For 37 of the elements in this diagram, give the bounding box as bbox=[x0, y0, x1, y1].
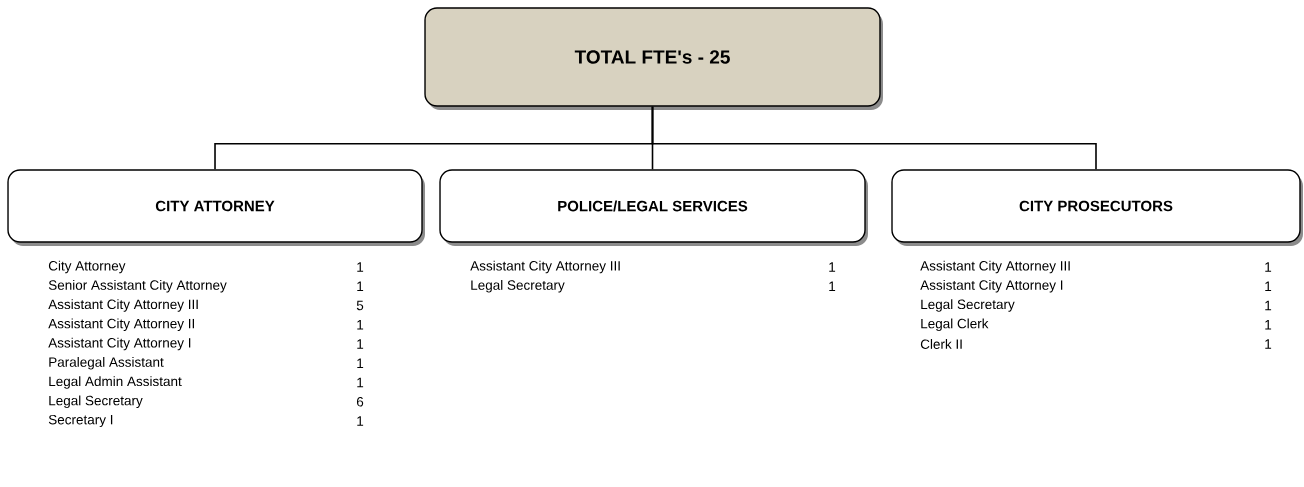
position-name: Assistant City Attorney III bbox=[470, 260, 620, 274]
position-count: 1 bbox=[1265, 320, 1272, 330]
position-name: Legal Clerk bbox=[921, 318, 989, 332]
position-count: 1 bbox=[829, 262, 836, 272]
connector-line bbox=[651, 105, 1097, 171]
position-name: Assistant City Attorney I bbox=[920, 279, 1063, 293]
title-box: TOTAL FTE's - 25 bbox=[424, 7, 883, 110]
department-box: CITY ATTORNEY bbox=[7, 169, 425, 246]
position-count: 1 bbox=[1265, 281, 1272, 291]
position-count: 1 bbox=[357, 358, 364, 368]
position-name: Assistant City Attorney II bbox=[48, 318, 194, 332]
position-name: Secretary I bbox=[48, 414, 113, 428]
position-name: Legal Secretary bbox=[921, 299, 1015, 312]
position-count: 1 bbox=[357, 339, 364, 349]
position-count: 1 bbox=[1265, 300, 1272, 311]
position-name: Assistant City Attorney III bbox=[920, 260, 1070, 274]
position-count: 5 bbox=[356, 300, 364, 311]
position-count: 1 bbox=[357, 262, 364, 272]
department-box: CITY PROSECUTORS bbox=[891, 169, 1303, 246]
department-box: POLICE/LEGAL SERVICES bbox=[439, 169, 868, 246]
position-name: Assistant City Attorney III bbox=[48, 299, 198, 312]
position-count: 6 bbox=[356, 396, 364, 407]
position-count: 1 bbox=[829, 281, 836, 291]
position-name: Legal Secretary bbox=[49, 395, 143, 409]
position-name: City Attorney bbox=[48, 260, 126, 274]
position-name: Legal Admin Assistant bbox=[49, 376, 182, 389]
position-name: Legal Secretary bbox=[471, 279, 565, 293]
position-count: 1 bbox=[1265, 262, 1272, 272]
position-count: 1 bbox=[357, 416, 364, 426]
position-name: Paralegal Assistant bbox=[49, 356, 164, 370]
position-count: 1 bbox=[357, 320, 364, 330]
position-name: Clerk II bbox=[920, 339, 962, 349]
position-count: 1 bbox=[1265, 339, 1272, 349]
position-name: Senior Assistant City Attorney bbox=[48, 279, 227, 293]
position-count: 1 bbox=[357, 281, 364, 291]
position-count: 1 bbox=[357, 377, 364, 388]
position-name: Assistant City Attorney I bbox=[48, 337, 191, 351]
